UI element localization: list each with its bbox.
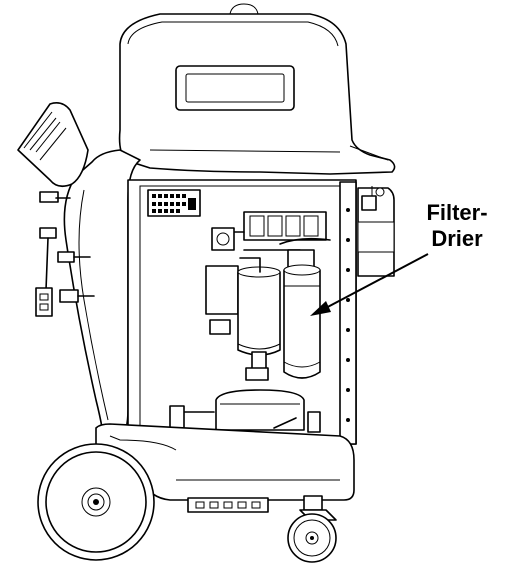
callout-arrow (310, 253, 429, 316)
left-fittings (35, 191, 95, 317)
caster-wheel (287, 495, 337, 563)
cart-base (95, 423, 355, 513)
rear-wheel (37, 443, 155, 561)
compressor (169, 389, 321, 433)
side-tank (357, 186, 395, 277)
callout-line-1: Filter- (426, 200, 488, 225)
label-plate (147, 189, 201, 217)
hose-pod (17, 102, 89, 188)
filter-drier (283, 249, 321, 379)
callout-line-2: Drier (431, 226, 483, 251)
machine-hood (118, 3, 396, 175)
filter-drier-label: Filter- Drier (407, 200, 507, 252)
left-cylinder (205, 257, 281, 381)
